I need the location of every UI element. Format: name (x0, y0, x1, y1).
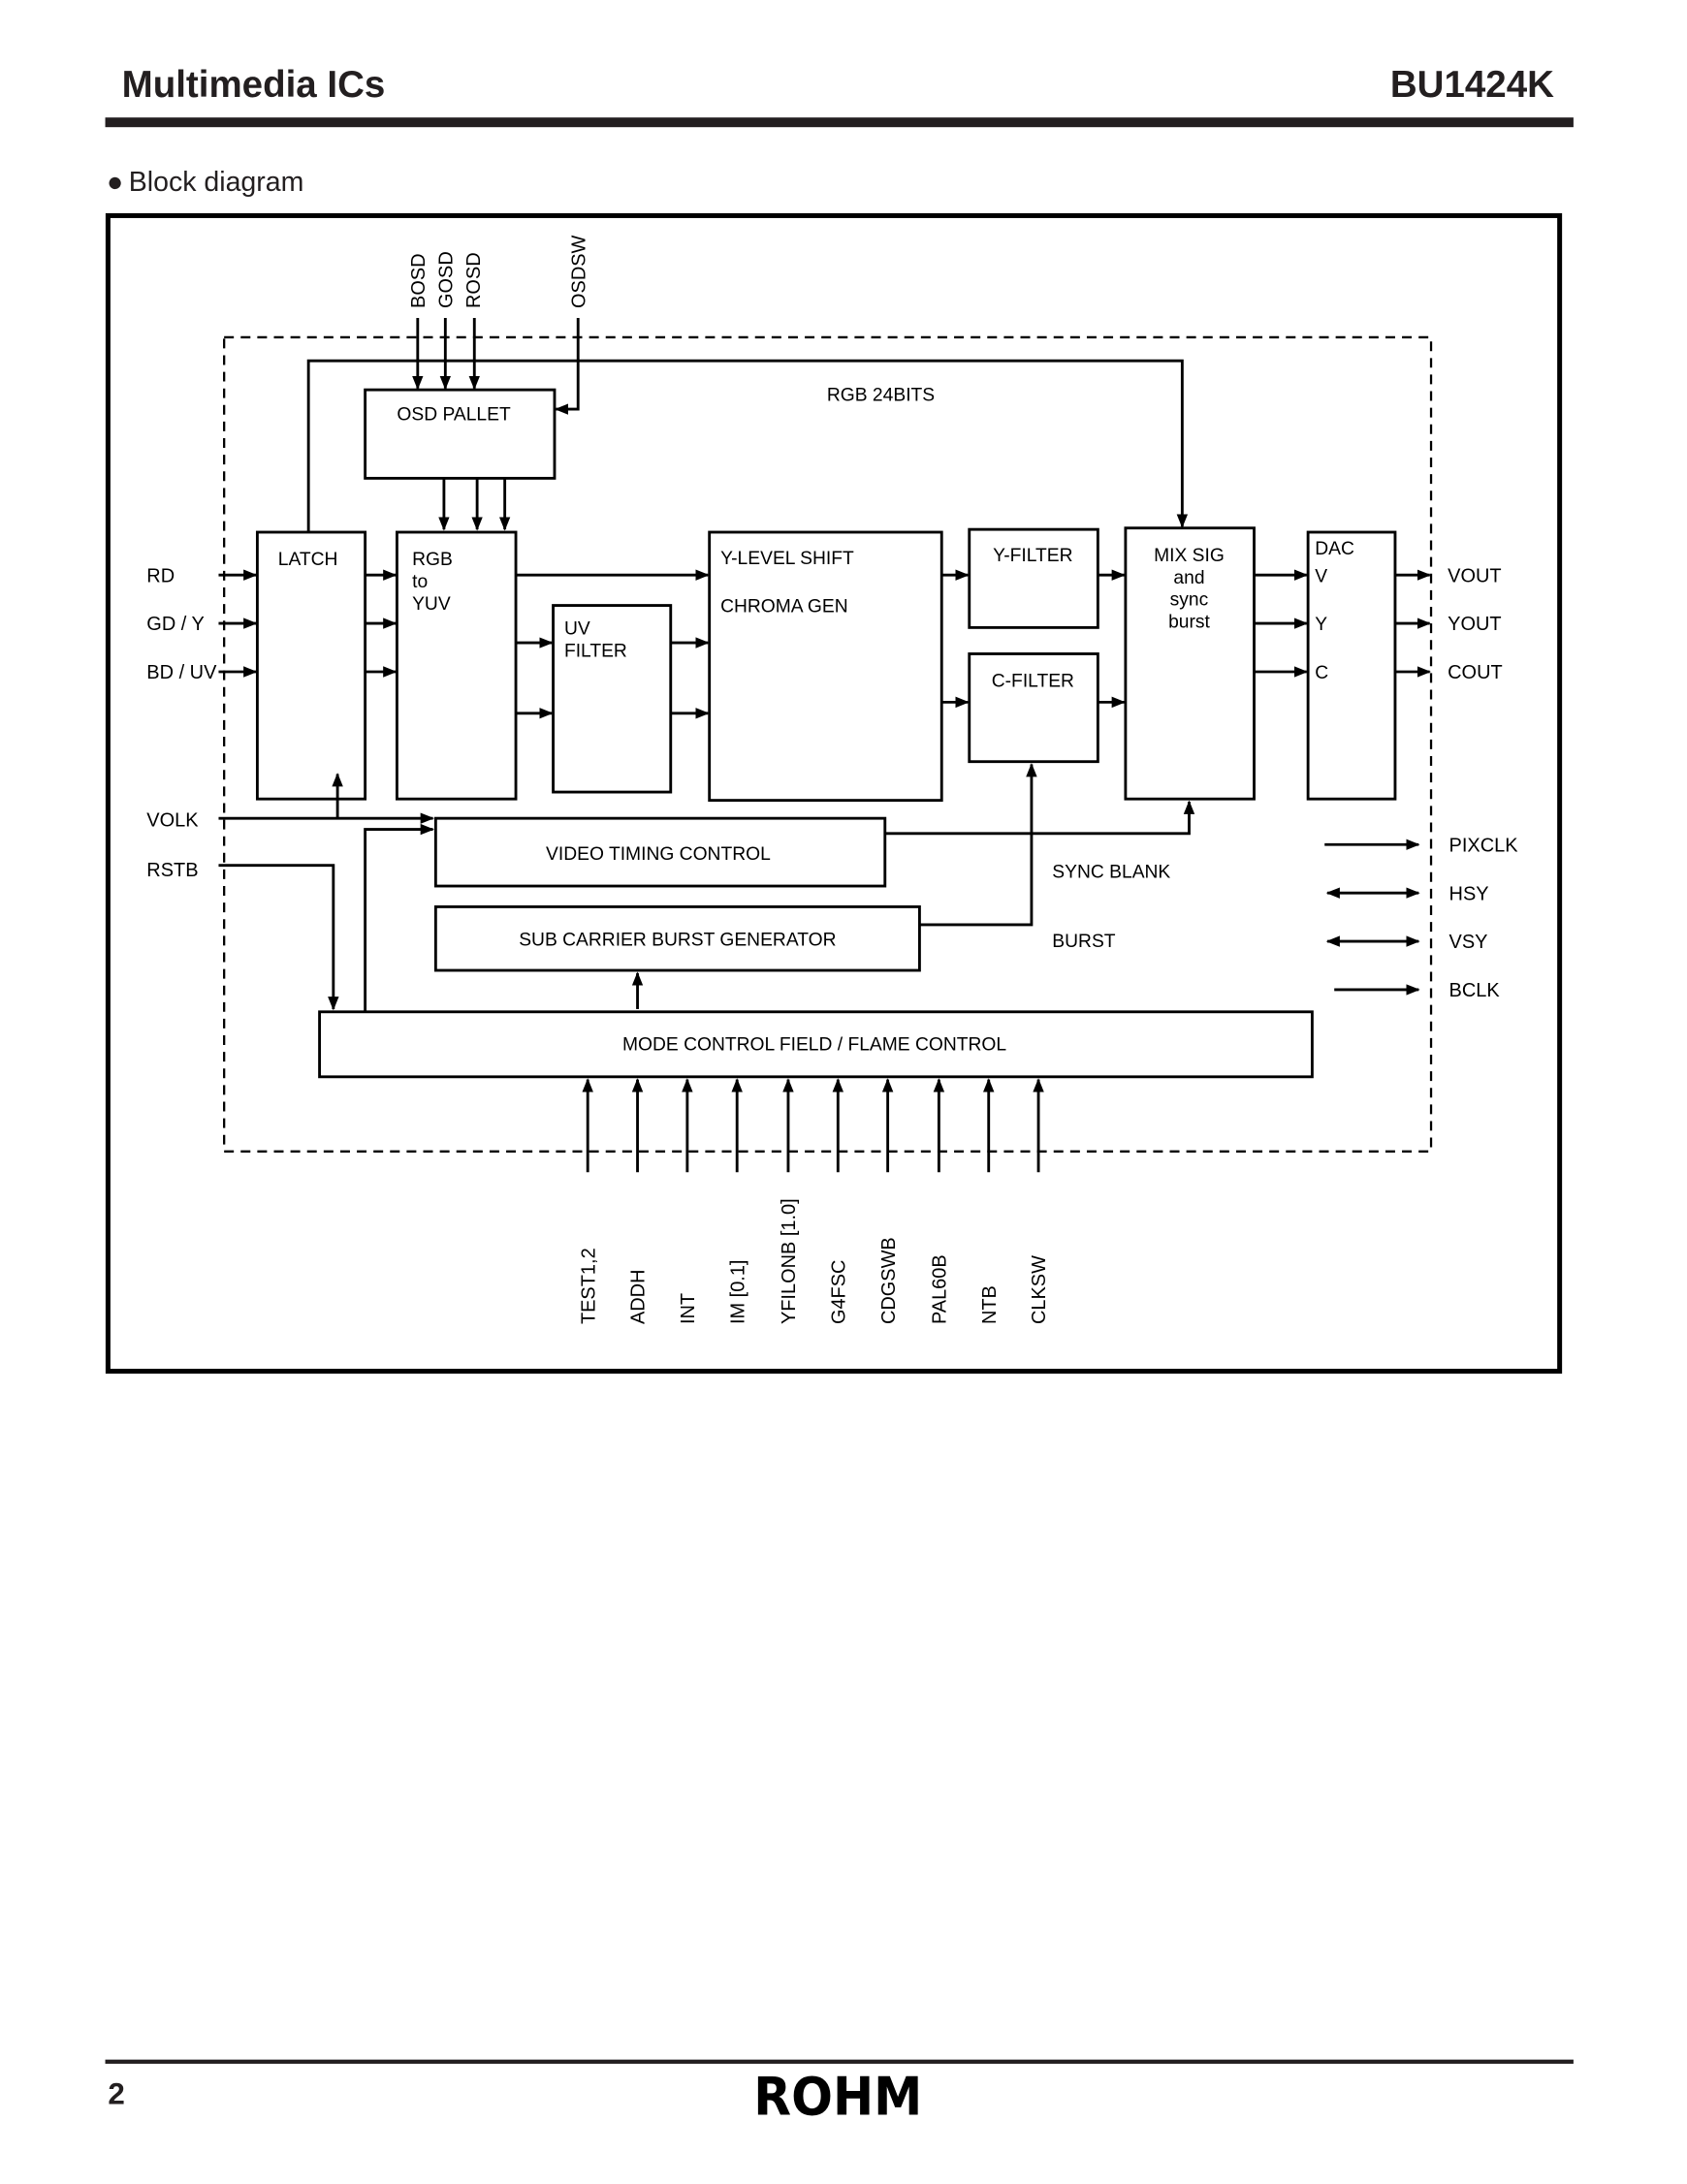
block-ylevel-label: Y-LEVEL SHIFT (720, 549, 854, 569)
block-ylevel-chroma (708, 530, 943, 803)
header-rule (105, 117, 1574, 128)
pin-label-volk: VOLK (146, 810, 199, 832)
pin-label-gd-y: GD / Y (146, 614, 205, 635)
pin-label-rosd: ROSD (463, 252, 485, 308)
block-rgb-to-yuv-label-1: RGB (412, 550, 453, 570)
block-uv-filter-label-2: FILTER (564, 641, 627, 661)
block-chroma-label: CHROMA GEN (720, 597, 848, 617)
block-video-timing (433, 816, 887, 888)
pin-label-bottom: IM [0.1] (727, 1260, 748, 1325)
block-y-filter (968, 527, 1099, 629)
wire-rstb (218, 864, 339, 1011)
footer-rule (105, 2059, 1574, 2064)
pin-label-rstb: RSTB (146, 860, 198, 881)
pin-label-bclk: BCLK (1449, 980, 1501, 1001)
signal-label-sync-blank: SYNC BLANK (1052, 862, 1170, 882)
block-mix-label-3: sync (1170, 590, 1209, 611)
block-c-filter-label: C-FILTER (992, 672, 1074, 692)
pin-label-vsy: VSY (1449, 932, 1488, 953)
block-osd-pallet (364, 388, 557, 480)
block-video-timing-label: VIDEO TIMING CONTROL (546, 844, 771, 865)
rohm-logo: ROHM (753, 2067, 922, 2128)
block-mode-control (318, 1010, 1314, 1079)
pin-label-bottom: PAL60B (930, 1254, 951, 1324)
pin-label-bottom: ADDH (628, 1270, 650, 1325)
block-uv-filter-label-1: UV (564, 619, 590, 640)
section-title: Block diagram (129, 167, 304, 198)
block-dac-y: Y (1315, 615, 1327, 635)
block-osd-pallet-label: OSD PALLET (397, 404, 511, 425)
diagram-frame (105, 212, 1563, 1375)
wire-mode-to-timing (364, 823, 434, 1012)
bus-label: RGB 24BITS (827, 386, 935, 406)
pin-label-hsy: HSY (1449, 883, 1489, 904)
pin-label-bottom: CLKSW (1029, 1255, 1050, 1324)
ic-boundary (223, 335, 1433, 1153)
wire-osdsw (554, 317, 580, 415)
signal-label-burst: BURST (1052, 932, 1115, 952)
block-y-filter-label: Y-FILTER (993, 546, 1072, 566)
block-subcarrier-label: SUB CARRIER BURST GENERATOR (519, 930, 836, 950)
pin-label-yout: YOUT (1448, 614, 1501, 635)
block-rgb-to-yuv (395, 530, 518, 801)
pin-label-vout: VOUT (1448, 565, 1501, 586)
block-dac-v: V (1315, 566, 1327, 586)
block-mix-sig (1124, 526, 1256, 801)
pin-label-bottom: CDGSWB (878, 1237, 900, 1324)
wire-sync-blank (884, 800, 1195, 836)
wire-rgb24-bus (306, 359, 1189, 532)
wire-burst (919, 763, 1037, 927)
bottom-input-pins: TEST1,2 ADDH INT IM [0.1] YFILONB [1.0] G4FSC… (578, 1078, 1050, 1325)
block-c-filter (968, 652, 1099, 764)
header-part-number: BU1424K (1390, 64, 1554, 106)
block-latch-label: LATCH (278, 550, 338, 570)
block-uv-filter (552, 604, 673, 794)
pin-label-bottom: G4FSC (828, 1260, 849, 1325)
block-mix-label-2: and (1173, 568, 1204, 588)
pin-label-gosd: GOSD (435, 251, 457, 308)
pin-label-bottom: TEST1,2 (578, 1248, 599, 1324)
block-dac (1306, 530, 1397, 801)
pin-label-pixclk: PIXCLK (1449, 835, 1519, 856)
block-dac-c: C (1315, 663, 1328, 683)
pin-label-bottom: NTB (979, 1285, 1001, 1324)
block-rgb-to-yuv-label-3: YUV (412, 594, 451, 615)
block-mode-control-label: MODE CONTROL FIELD / FLAME CONTROL (622, 1035, 1006, 1056)
block-latch (255, 530, 367, 801)
pin-label-rd: RD (146, 565, 175, 586)
pin-label-bottom: INT (678, 1293, 699, 1324)
pin-label-bottom: YFILONB [1.0] (779, 1198, 800, 1324)
block-mix-label-1: MIX SIG (1154, 546, 1225, 566)
bullet-icon: ● (107, 167, 123, 198)
pin-label-bosd: BOSD (408, 253, 430, 308)
block-subcarrier (433, 904, 921, 972)
header-category: Multimedia ICs (122, 64, 386, 106)
pin-label-cout: COUT (1448, 662, 1503, 683)
pin-label-bd-uv: BD / UV (146, 662, 217, 683)
block-mix-label-4: burst (1168, 612, 1210, 632)
block-rgb-to-yuv-label-2: to (412, 572, 428, 592)
block-dac-label: DAC (1315, 539, 1354, 559)
pin-label-osdsw: OSDSW (568, 235, 589, 308)
page-number: 2 (108, 2076, 124, 2110)
